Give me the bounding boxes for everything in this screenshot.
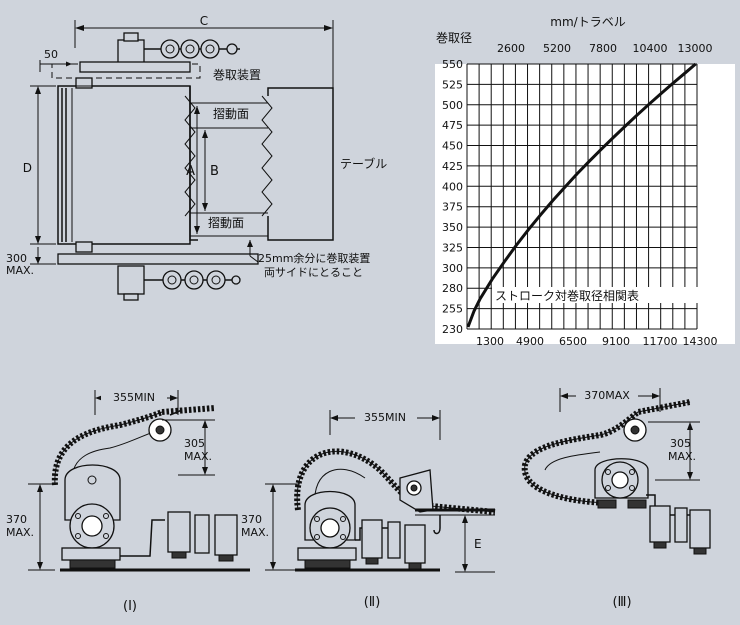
chart-title: ストローク対巻取径相関表 xyxy=(495,289,639,303)
d3-dim-max: 370MAX xyxy=(584,389,630,402)
chart-y-tick: 375 xyxy=(442,201,463,214)
chart-y-tick: 280 xyxy=(442,282,463,295)
chart-bottom-tick: 6500 xyxy=(559,335,587,348)
chart-y-ticks: 550 525 500 475 450 425 400 375 350 325 300 280 255 2… xyxy=(442,58,463,336)
chart-y-tick: 350 xyxy=(442,221,463,234)
winder-roll-body xyxy=(57,85,191,245)
chart-y-tick: 450 xyxy=(442,140,463,153)
d2-dim-e: E xyxy=(474,537,482,551)
chart-top-tick: 5200 xyxy=(543,42,571,55)
winder-bottom-assembly xyxy=(57,253,259,301)
dim-c-label: C xyxy=(200,14,208,28)
configuration-3-diagram: 370MAX 305 MAX. (Ⅲ) xyxy=(521,388,711,610)
chart-bottom-tick: 9100 xyxy=(602,335,630,348)
d2-dim-min: 355MIN xyxy=(364,411,406,424)
chart-y-tick: 400 xyxy=(442,180,463,193)
chart-bottom-tick: 4900 xyxy=(516,335,544,348)
configuration-1-diagram: 355MIN 305 MAX. xyxy=(6,390,250,614)
dim-300-max-label: MAX. xyxy=(6,264,34,277)
d1-caption: (Ⅰ) xyxy=(123,599,137,614)
chart-y-tick: 525 xyxy=(442,78,463,91)
winder-top-assembly: 巻取装置 xyxy=(51,32,261,82)
dim-50-label: 50 xyxy=(44,48,58,61)
chart-top-tick: 7800 xyxy=(589,42,617,55)
d3-dim-305-max: MAX. xyxy=(668,450,696,463)
d2-caption: (Ⅱ) xyxy=(364,595,381,610)
d1-dim-370-max: MAX. xyxy=(6,526,34,539)
label-sliding-top: 摺動面 xyxy=(213,106,249,121)
chart-y-tick: 255 xyxy=(442,303,463,316)
d1-dim-370: 370 xyxy=(6,513,27,526)
d1-dim-min: 355MIN xyxy=(113,391,155,404)
chart-top-tick: 13000 xyxy=(678,42,713,55)
chart-y-tick: 425 xyxy=(442,160,463,173)
winder-plan-diagram: C 50 巻取装置 xyxy=(6,14,387,301)
configuration-2-diagram: 355MIN 370 MAX. xyxy=(241,410,496,610)
dim-300-label: 300 xyxy=(6,252,27,265)
note-line-1: 25mm余分に巻取装置 xyxy=(258,251,370,265)
chart-y-tick: 500 xyxy=(442,99,463,112)
chart-y-tick: 475 xyxy=(442,119,463,132)
d3-caption: (Ⅲ) xyxy=(612,595,631,610)
chart-y-axis-label: 巻取径 xyxy=(436,31,472,45)
dim-b-label: B xyxy=(210,164,219,179)
d1-dim-305-max: MAX. xyxy=(184,450,212,463)
label-table: テーブル xyxy=(340,156,387,171)
chart-top-axis-label: mm/トラベル xyxy=(550,15,625,29)
stroke-diameter-chart: mm/トラベル 巻取径 2600 5200 7800 10400 13000 1300 4… xyxy=(435,15,735,348)
d1-dim-305: 305 xyxy=(184,437,205,450)
chart-top-ticks: 2600 5200 7800 10400 13000 xyxy=(497,42,713,55)
chart-series-line xyxy=(466,62,697,328)
d2-dim-370: 370 xyxy=(241,513,262,526)
chart-y-tick: 300 xyxy=(442,262,463,275)
dim-a-label: A xyxy=(186,164,195,179)
note-line-2: 両サイドにとること xyxy=(264,266,363,279)
d2-dim-370-max: MAX. xyxy=(241,526,269,539)
chart-bottom-ticks: 1300 4900 6500 9100 11700 14300 xyxy=(476,335,718,348)
sliding-surface-band: 摺動面 摺動面 A B xyxy=(184,86,273,241)
chart-bottom-tick: 11700 xyxy=(643,335,678,348)
chart-bottom-tick: 1300 xyxy=(476,335,504,348)
d3-dim-305: 305 xyxy=(670,437,691,450)
chart-y-tick: 550 xyxy=(442,58,463,71)
label-winder: 巻取装置 xyxy=(213,68,261,82)
chart-top-tick: 2600 xyxy=(497,42,525,55)
chart-top-tick: 10400 xyxy=(633,42,668,55)
chart-y-tick: 230 xyxy=(442,323,463,336)
table-outline: テーブル xyxy=(267,87,387,241)
chart-bottom-tick: 14300 xyxy=(683,335,718,348)
chart-y-tick: 325 xyxy=(442,241,463,254)
dim-d-label: D xyxy=(23,161,32,175)
label-sliding-bottom: 摺動面 xyxy=(208,215,244,230)
